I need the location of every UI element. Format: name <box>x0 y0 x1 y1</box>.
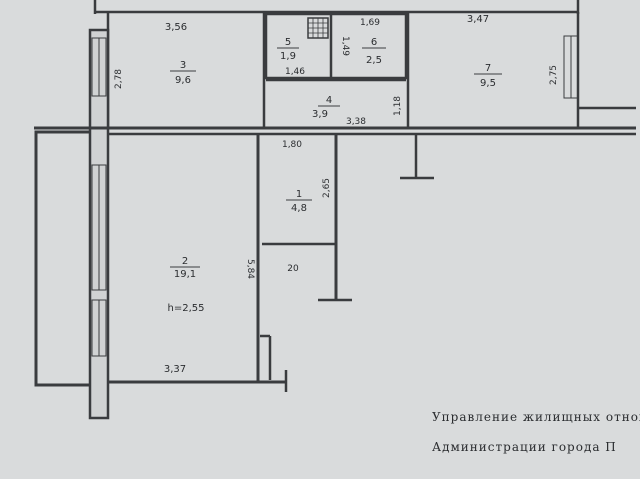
fraction-lines <box>170 47 502 268</box>
dim-room2-height: 5,84 <box>245 259 255 279</box>
dim-room3-height: 2,78 <box>114 69 124 89</box>
room-6-number: 6 <box>371 37 377 48</box>
room-3-number: 3 <box>180 60 186 71</box>
dim-room7-height: 2,75 <box>549 65 559 85</box>
room-3-area: 9,6 <box>175 75 191 86</box>
room-1-number: 1 <box>296 189 302 200</box>
footer-line-1: Управление жилищных отнош <box>432 410 640 424</box>
vent-grid-icon <box>307 17 329 39</box>
room-5-number: 5 <box>285 37 291 48</box>
dim-room6-width: 1,69 <box>360 18 380 28</box>
dim-room2-width: 3,37 <box>164 364 186 375</box>
room-7-area: 9,5 <box>480 78 496 89</box>
ceiling-height: h=2,55 <box>168 303 205 314</box>
dim-room1-width: 1,80 <box>282 140 302 150</box>
room-2-area: 19,1 <box>174 269 196 280</box>
dim-room1-height: 2,65 <box>322 178 332 198</box>
room-6-area: 2,5 <box>366 55 382 66</box>
footer-line-2: Администрации города П <box>432 440 617 454</box>
dim-top-left-width: 3,56 <box>165 22 187 33</box>
walls <box>34 0 636 420</box>
room-1-area: 4,8 <box>291 203 307 214</box>
room-2-number: 2 <box>182 256 188 267</box>
dim-top-right-width: 3,47 <box>467 14 489 25</box>
dim-room4-height: 1,18 <box>393 96 403 116</box>
dim-room4-width: 3,38 <box>346 117 366 127</box>
room-4-number: 4 <box>326 95 332 106</box>
dim-room5-width: 1,46 <box>285 67 305 77</box>
room-5-area: 1,9 <box>280 51 296 62</box>
room-7-number: 7 <box>485 63 491 74</box>
door-mark: 20 <box>287 264 299 274</box>
dim-room56-height: 1,49 <box>340 36 350 56</box>
windows <box>91 35 579 357</box>
room-4-area: 3,9 <box>312 109 328 120</box>
